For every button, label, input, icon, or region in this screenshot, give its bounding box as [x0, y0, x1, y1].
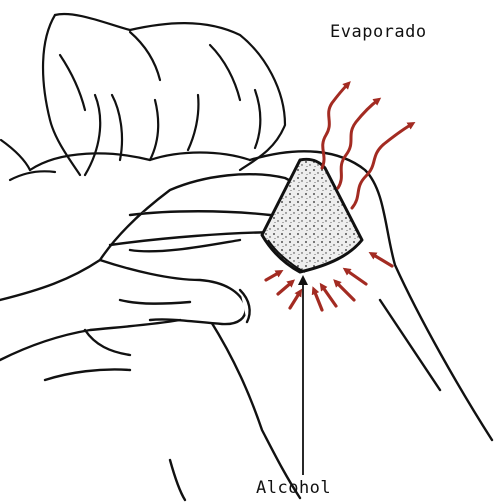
evaporado-label: Evaporado [330, 22, 427, 42]
inward-arrow-5 [314, 290, 322, 310]
inward-arrow-2 [346, 270, 366, 284]
evaporation-arrow-2 [338, 100, 378, 188]
alcohol-label: Alcohol [256, 478, 331, 498]
inward-arrow-8 [290, 292, 300, 308]
inward-arrow-3 [336, 282, 354, 300]
inward-arrow-6 [278, 282, 292, 294]
sleeve-illustration [1, 14, 285, 180]
inward-arrow-7 [266, 272, 280, 280]
inward-arrow-1 [372, 254, 392, 266]
inward-arrow-4 [322, 286, 336, 306]
